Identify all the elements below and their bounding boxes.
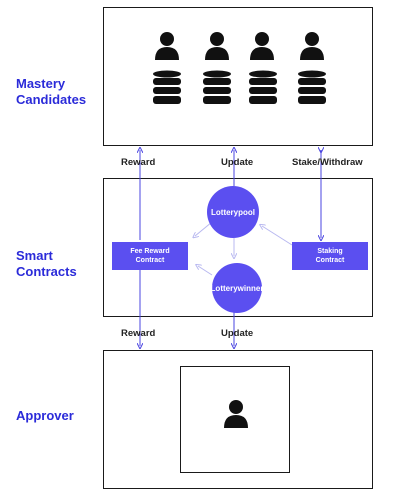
update-top-label: Update <box>221 157 254 168</box>
mastery-candidates-box <box>103 7 373 146</box>
approver-label: Approver <box>16 408 74 423</box>
candidate-3-user-icon <box>250 32 274 60</box>
lotterypool-node: Lotterypool <box>207 186 259 238</box>
lotterywinner-node: Lotterywinner <box>211 263 263 313</box>
candidate-2-coin-stack-icon <box>203 70 231 104</box>
stake-withdraw-label: Stake/Withdraw <box>292 157 363 168</box>
candidate-2-user-icon <box>205 32 229 60</box>
candidate-3-coin-stack-icon <box>249 70 277 104</box>
staking-contract-node: Staking Contract <box>292 242 368 270</box>
smart-contracts-label: Smart Contracts <box>16 248 77 279</box>
mastery-candidates-label: Mastery Candidates <box>16 76 87 107</box>
reward-top-label: Reward <box>121 157 156 168</box>
candidate-4-coin-stack-icon <box>298 70 326 104</box>
reward-bottom-label: Reward <box>121 328 156 339</box>
candidate-1-coin-stack-icon <box>153 70 181 104</box>
candidate-4-user-icon <box>300 32 324 60</box>
candidate-1-user-icon <box>155 32 179 60</box>
update-bottom-label: Update <box>221 328 254 339</box>
fee-reward-contract-node: Fee Reward Contract <box>112 242 188 270</box>
approver-user-icon <box>224 400 248 428</box>
